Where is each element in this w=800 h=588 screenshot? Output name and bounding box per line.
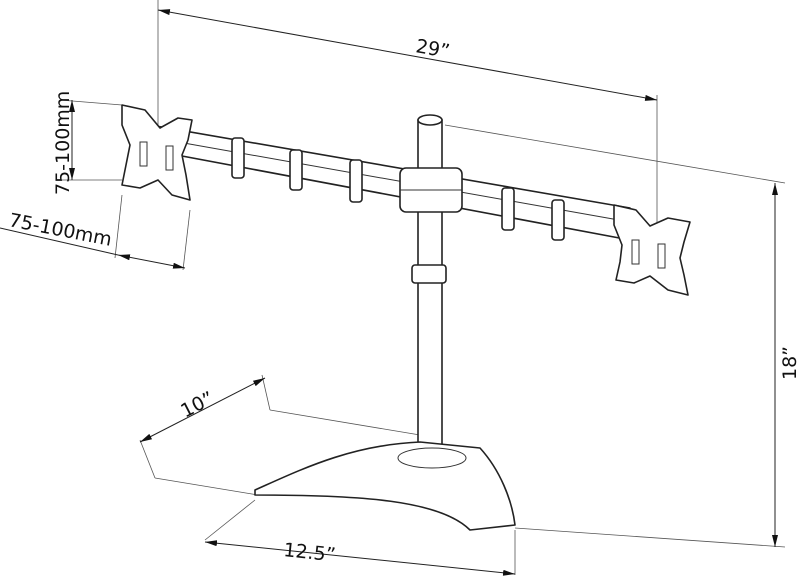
base bbox=[254, 441, 516, 531]
dim-label-base-width: 12.5” bbox=[282, 539, 336, 566]
dim-label-height: 18” bbox=[779, 346, 800, 380]
dim-label-arm-width: 29” bbox=[414, 35, 451, 63]
extension-lines bbox=[59, 0, 786, 575]
dim-label-vesa-vertical: 75-100mm bbox=[52, 91, 74, 195]
vesa-plate-right bbox=[613, 204, 691, 296]
dim-label-base-depth: 10” bbox=[177, 387, 217, 422]
cable-clips bbox=[231, 137, 565, 241]
pole bbox=[399, 114, 463, 466]
vesa-plate-left bbox=[121, 104, 193, 201]
dimension-lines bbox=[0, 9, 778, 576]
dim-label-vesa-horizontal: 75-100mm bbox=[7, 209, 114, 251]
crossbar-arm bbox=[149, 124, 631, 241]
